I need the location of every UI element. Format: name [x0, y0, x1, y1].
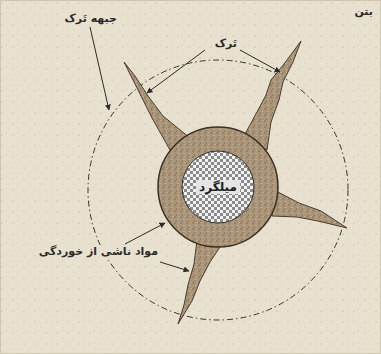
- crack: [124, 62, 190, 150]
- crack: [178, 240, 222, 324]
- rebar-circle: میلگرد: [181, 150, 255, 224]
- callout-label: مواد ناشی از خوردگی: [37, 245, 160, 258]
- leader-line: [147, 50, 205, 93]
- cracks: [124, 41, 347, 324]
- part-label: میلگرد: [196, 180, 240, 194]
- corrosion-ring: [158, 127, 278, 247]
- leader-line: [160, 262, 189, 271]
- callout-label: جبهه تَرک: [63, 12, 119, 25]
- crack: [272, 190, 347, 228]
- callout-label: تَرک: [213, 37, 239, 50]
- rebar-circle: [182, 151, 254, 223]
- leader-lines: [90, 27, 280, 271]
- leader-line: [125, 223, 165, 244]
- material-label: بتن: [352, 5, 375, 18]
- crack-front-circle: [88, 60, 348, 320]
- leader-line: [90, 27, 109, 110]
- leader-line: [240, 50, 280, 72]
